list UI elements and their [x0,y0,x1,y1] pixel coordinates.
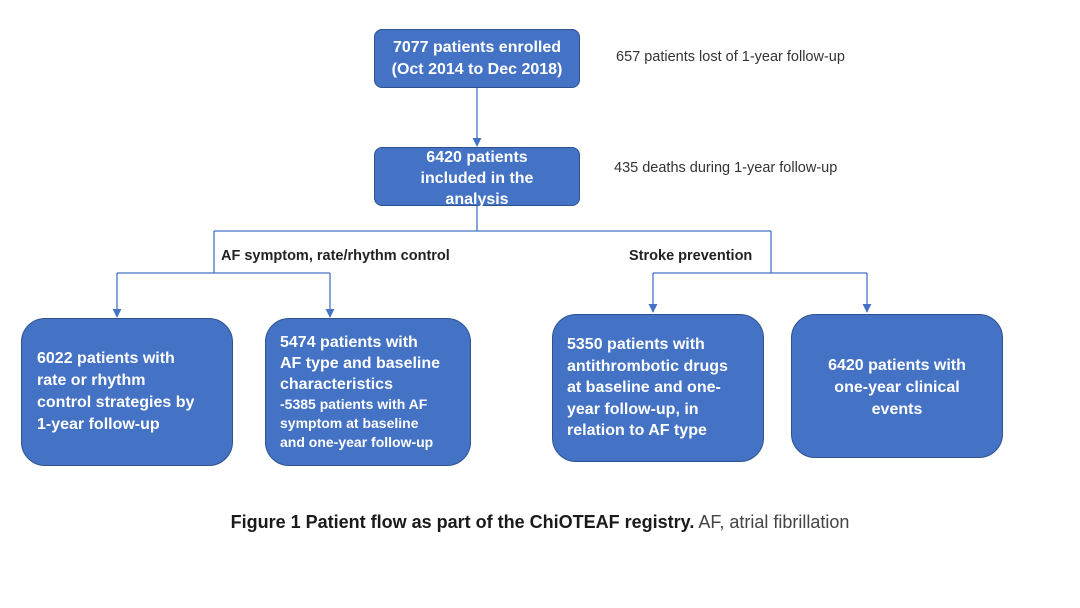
included-line-3: analysis [445,190,509,208]
clinical-events-line-1: 6420 patients with [828,357,966,374]
af-type-line-3: characteristics [280,376,393,393]
included-line-2: included in the [420,169,534,187]
clinical-events-line-3: events [871,401,923,418]
antithrombotic-box: 5350 patients with antithrombotic drugs … [552,314,764,462]
enrolled-line-1: 7077 patients enrolled [392,38,562,56]
antithrombotic-line-4: year follow-up, in [567,400,699,418]
af-type-line-2: AF type and baseline [280,355,441,372]
deaths-note: 435 deaths during 1-year follow-up [614,160,838,176]
antithrombotic-line-2: antithrombotic drugs [567,357,728,375]
enrolled-line-2: (Oct 2014 to Dec 2018) [391,60,563,78]
antithrombotic-line-3: at baseline and one- [567,379,721,397]
rate-rhythm-box: 6022 patients with rate or rhythm contro… [21,318,233,466]
left-branch-label: AF symptom, rate/rhythm control [221,248,450,264]
rate-rhythm-line-2: rate or rhythm [37,372,146,389]
rate-rhythm-line-3: control strategies by [37,394,195,411]
caption-abbreviation: AF, atrial fibrillation [698,512,850,532]
af-type-sub-line-1: -5385 patients with AF [280,396,428,412]
included-box: 6420 patients included in the analysis [374,147,580,208]
rate-rhythm-line-4: 1-year follow-up [37,416,160,433]
figure-caption: Figure 1 Patient flow as part of the Chi… [0,512,1080,533]
antithrombotic-line-1: 5350 patients with [567,336,705,354]
right-branch-label: Stroke prevention [629,248,753,264]
included-line-1: 6420 patients [426,148,528,166]
caption-title: Figure 1 Patient flow as part of the Chi… [230,512,695,532]
rate-rhythm-line-1: 6022 patients with [37,350,175,367]
enrolled-box: 7077 patients enrolled (Oct 2014 to Dec … [374,29,580,88]
antithrombotic-line-5: relation to AF type [567,422,707,440]
af-type-sub-line-2: symptom at baseline [280,415,419,431]
af-type-sub-line-3: and one-year follow-up [280,434,434,450]
lost-followup-note: 657 patients lost of 1-year follow-up [616,49,845,65]
af-type-line-1: 5474 patients with [280,334,418,351]
clinical-events-box: 6420 patients with one-year clinical eve… [791,314,1003,458]
clinical-events-line-2: one-year clinical [834,379,960,396]
af-type-box: 5474 patients with AF type and baseline … [265,318,471,466]
